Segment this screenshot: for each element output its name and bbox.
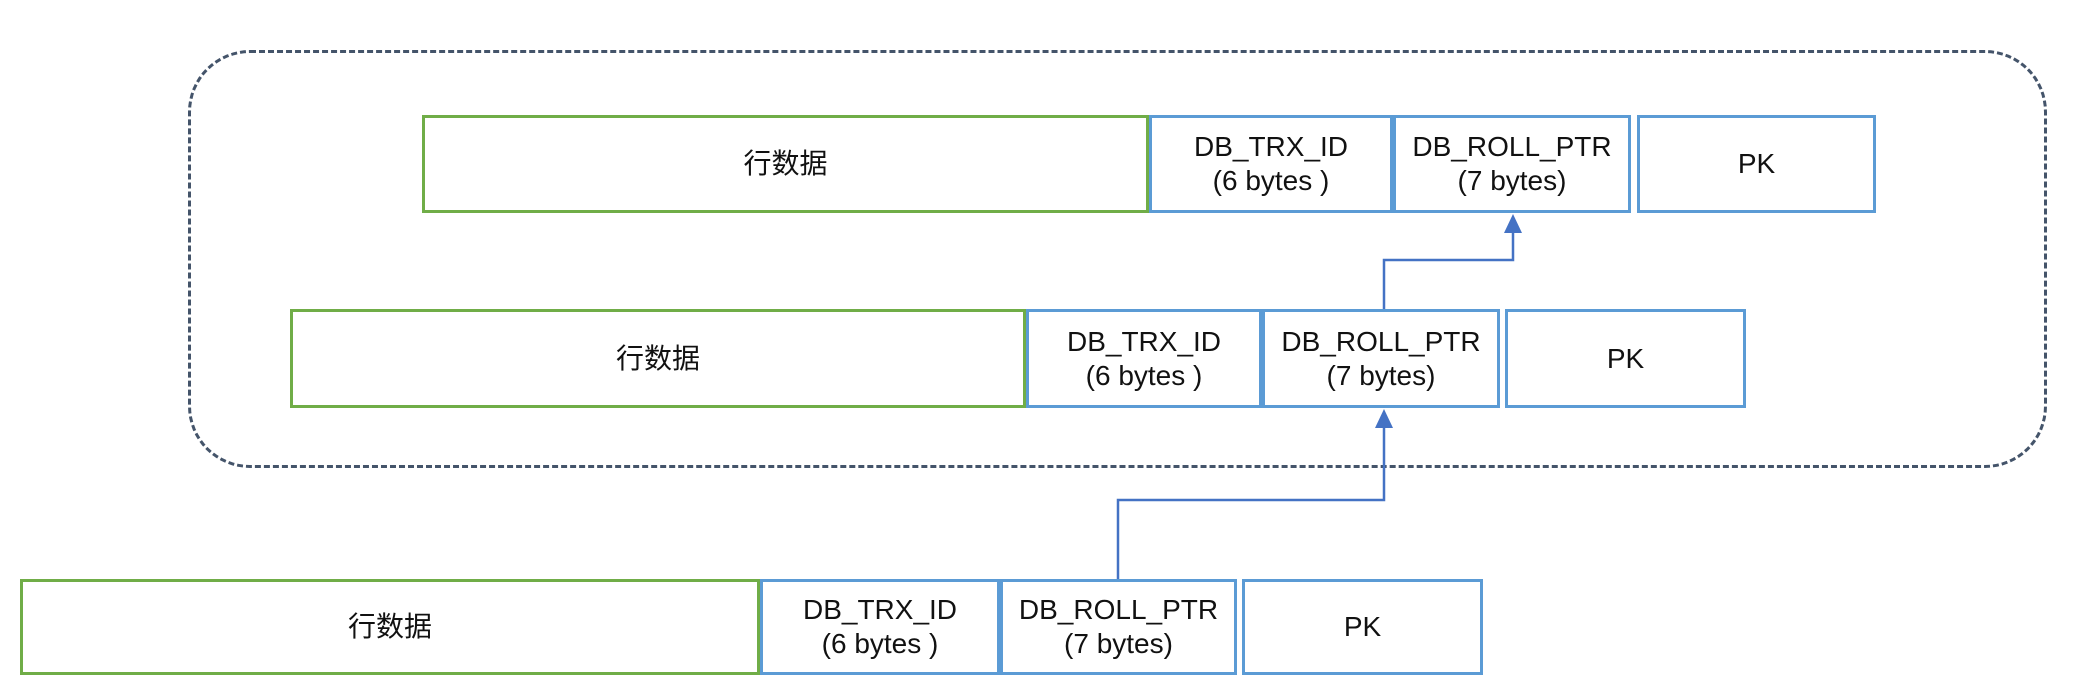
db-roll-ptr-label: DB_ROLL_PTR [1281, 325, 1481, 357]
db-roll-ptr-size: (7 bytes) [1326, 359, 1436, 391]
record-row-undo-oldest: 行数据 DB_TRX_ID (6 bytes ) DB_ROLL_PTR (7 … [422, 115, 1876, 213]
db-roll-ptr-cell: DB_ROLL_PTR (7 bytes) [1393, 115, 1631, 213]
db-trx-id-size: (6 bytes ) [821, 628, 939, 659]
row-data-cell: 行数据 [290, 309, 1026, 408]
row-data-cell: 行数据 [20, 579, 760, 675]
db-roll-ptr-size: (7 bytes) [1457, 165, 1567, 196]
row-data-label: 行数据 [615, 342, 700, 374]
pk-label: PK [1606, 342, 1645, 374]
db-roll-ptr-cell: DB_ROLL_PTR (7 bytes) [1000, 579, 1237, 675]
pk-label: PK [1343, 611, 1382, 642]
db-trx-id-cell: DB_TRX_ID (6 bytes ) [1026, 309, 1262, 408]
db-trx-id-label: DB_TRX_ID [802, 594, 958, 625]
db-roll-ptr-size: (7 bytes) [1064, 628, 1173, 659]
db-trx-id-label: DB_TRX_ID [1193, 131, 1349, 162]
db-trx-id-size: (6 bytes ) [1085, 359, 1203, 391]
pk-cell: PK [1505, 309, 1746, 408]
db-trx-id-size: (6 bytes ) [1212, 165, 1330, 196]
db-roll-ptr-label: DB_ROLL_PTR [1412, 131, 1612, 162]
pk-cell: PK [1637, 115, 1876, 213]
db-trx-id-cell: DB_TRX_ID (6 bytes ) [1149, 115, 1393, 213]
record-row-current: 行数据 DB_TRX_ID (6 bytes ) DB_ROLL_PTR (7 … [20, 579, 1483, 675]
db-roll-ptr-cell: DB_ROLL_PTR (7 bytes) [1262, 309, 1500, 408]
pk-label: PK [1737, 148, 1776, 179]
row-data-cell: 行数据 [422, 115, 1149, 213]
row-data-label: 行数据 [743, 148, 828, 179]
record-row-undo-newer: 行数据 DB_TRX_ID (6 bytes ) DB_ROLL_PTR (7 … [290, 309, 1746, 408]
db-trx-id-cell: DB_TRX_ID (6 bytes ) [760, 579, 1000, 675]
pk-cell: PK [1242, 579, 1483, 675]
db-roll-ptr-label: DB_ROLL_PTR [1018, 594, 1219, 625]
row-data-label: 行数据 [347, 611, 432, 642]
db-trx-id-label: DB_TRX_ID [1066, 325, 1222, 357]
